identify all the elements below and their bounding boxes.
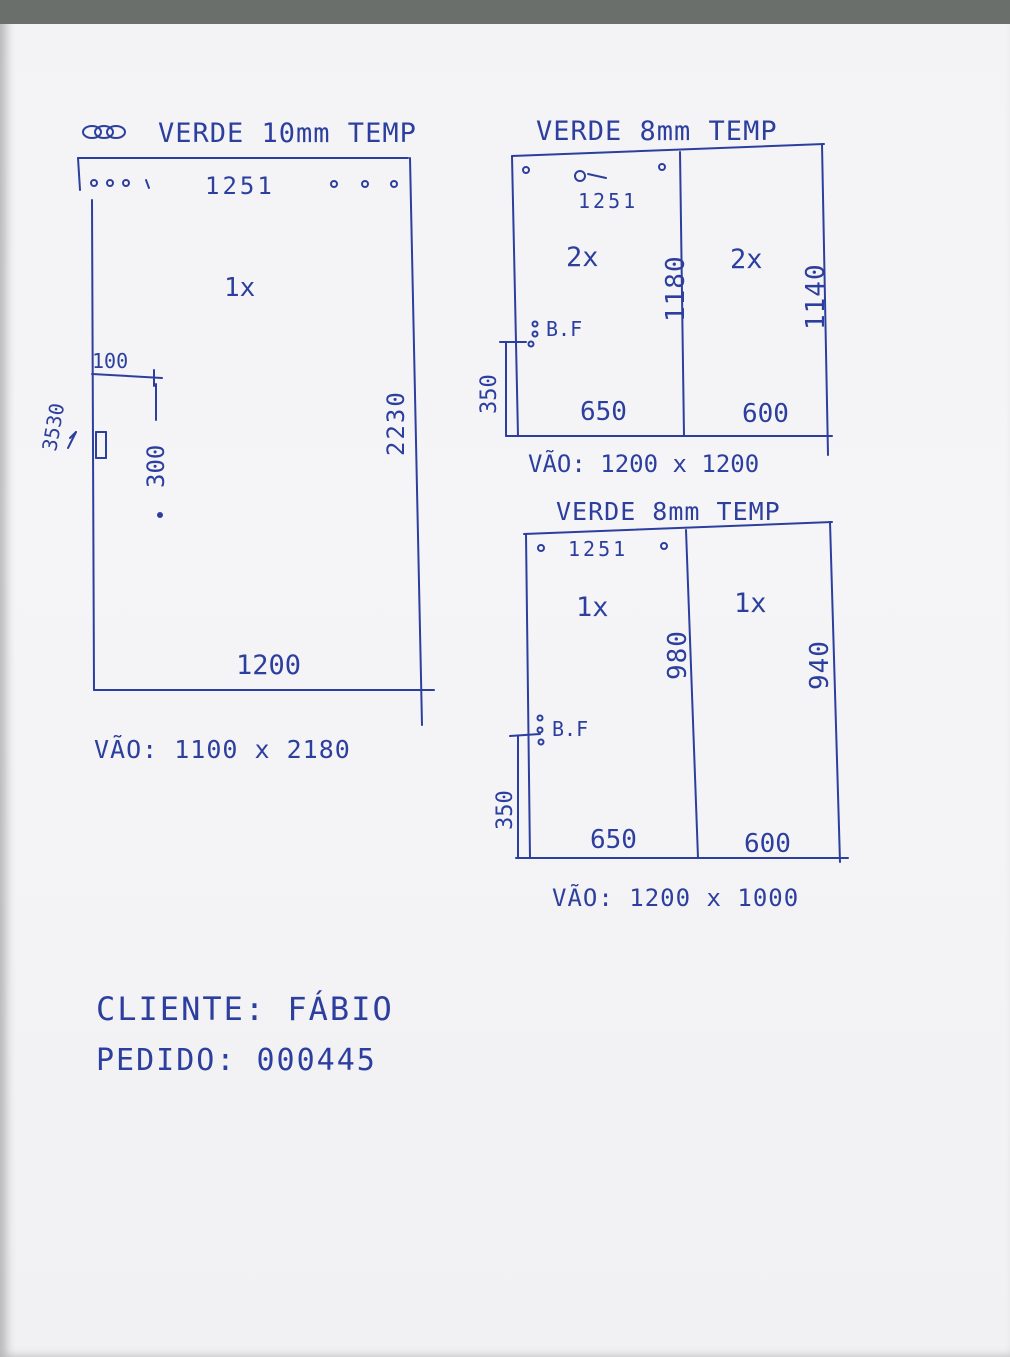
panel-a-quantity: 1x: [224, 273, 255, 303]
panel-b-left-qty: 2x: [566, 242, 599, 273]
bf-marker: [536, 714, 545, 746]
panel-c-right-width: 600: [744, 829, 791, 859]
glass-thickness-icon: [82, 125, 126, 139]
panel-c: VERDE 8mm TEMP 1251 1x 1x 980 940 B.F 35…: [493, 497, 849, 912]
panel-a-dim-total-left: 3530: [37, 401, 69, 453]
panel-c-left-qty: 1x: [576, 592, 609, 623]
handle-icon: [95, 431, 107, 459]
panel-b: VERDE 8mm TEMP 1251 2x 2x 1180 1140 B.F …: [477, 116, 833, 478]
panel-a-hardware-code: 1251: [205, 172, 275, 200]
panel-b-left-width: 650: [580, 397, 627, 427]
panel-c-right-height: 940: [805, 640, 835, 690]
panel-c-left-side-dim: 350: [493, 790, 518, 830]
client-line: CLIENTE: FÁBIO: [96, 990, 394, 1028]
order-line: PEDIDO: 000445: [96, 1043, 377, 1078]
panel-c-hardware-code: 1251: [568, 537, 628, 561]
hinge-holes-left: [90, 179, 150, 189]
hinge-holes-right: [330, 180, 398, 188]
panel-a: VERDE 10mm TEMP 1251 1x 100 3530: [37, 118, 435, 764]
panel-a-vao: VÃO: 1100 x 2180: [94, 734, 351, 764]
panel-c-left-height: 980: [663, 630, 693, 680]
panel-a-dim-height: 2230: [382, 390, 410, 456]
panel-b-vao: VÃO: 1200 x 1200: [528, 448, 759, 478]
panel-c-left-width: 650: [590, 825, 637, 855]
panel-a-header: VERDE 10mm TEMP: [158, 118, 417, 149]
panel-b-right-width: 600: [742, 399, 789, 429]
panel-c-right-qty: 1x: [734, 588, 767, 619]
panel-a-dim-offset-top: 100: [92, 349, 128, 373]
hinge-icon: [574, 170, 607, 182]
panel-c-header: VERDE 8mm TEMP: [556, 497, 781, 526]
panel-a-dim-width: 1200: [236, 650, 301, 681]
panel-b-header: VERDE 8mm TEMP: [536, 116, 778, 147]
panel-b-right-qty: 2x: [730, 244, 763, 275]
panel-b-right-height: 1140: [801, 263, 831, 330]
background-strip: [0, 0, 1010, 24]
panel-b-left-side-dim: 350: [477, 374, 502, 414]
panel-b-hardware-code: 1251: [578, 189, 638, 213]
bf-marker: [527, 320, 539, 348]
panel-c-vao: VÃO: 1200 x 1000: [552, 882, 799, 912]
panel-a-dim-handle-height: 300: [142, 445, 170, 488]
panel-b-bf-label: B.F: [546, 317, 582, 341]
panel-c-bf-label: B.F: [552, 717, 588, 741]
panel-b-left-height: 1180: [661, 255, 691, 322]
